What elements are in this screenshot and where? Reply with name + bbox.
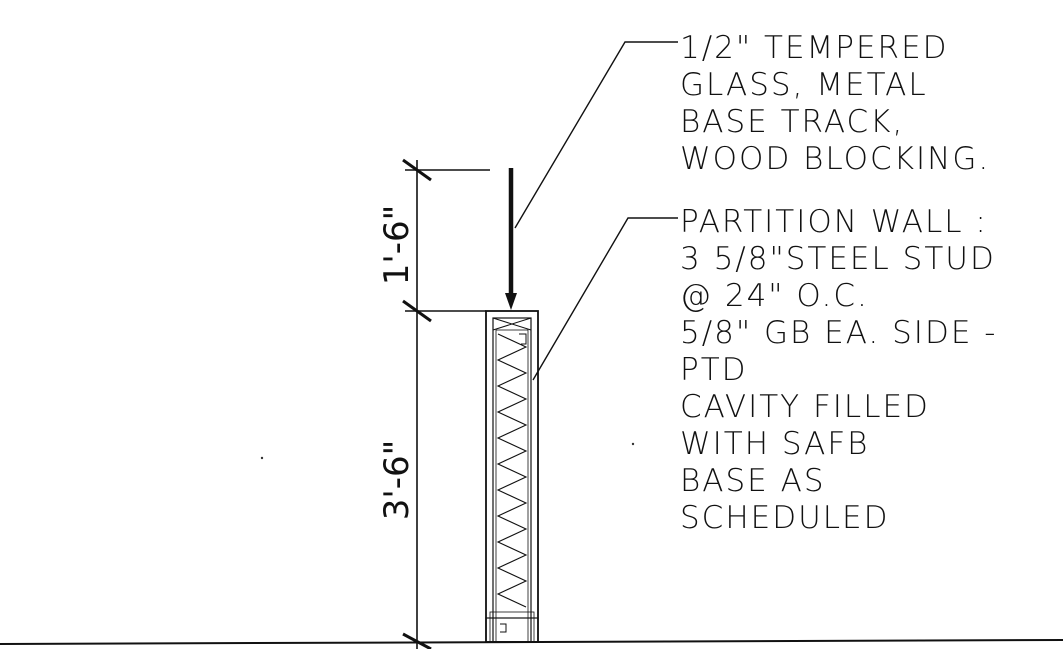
dimension-tick-bottom: [402, 632, 432, 649]
stray-dot: [631, 442, 635, 446]
note-line: PTD: [680, 352, 748, 388]
note-line: GLASS, METAL: [680, 67, 928, 103]
note-line: 3 5/8"STEEL STUD: [680, 241, 996, 277]
note-line: BASE AS: [680, 463, 826, 499]
stray-dot: [260, 456, 264, 460]
dimension-upper: 1'-6": [377, 205, 417, 286]
note-partition-spec: PARTITION WALL : 3 5/8"STEEL STUD @ 24" …: [680, 204, 997, 537]
note-line: WITH SAFB: [680, 426, 870, 462]
insulation-pattern: [496, 333, 528, 608]
leader-glass: [514, 41, 678, 229]
glass-arrowhead: [505, 293, 517, 310]
dimension-lower: 3'-6": [377, 440, 417, 521]
note-line: @ 24" O.C.: [680, 278, 869, 314]
note-line: PARTITION WALL :: [680, 204, 988, 240]
note-line: 5/8" GB EA. SIDE -: [680, 315, 998, 351]
note-line: CAVITY FILLED: [680, 389, 930, 425]
note-glass-spec: 1/2" TEMPERED GLASS, METAL BASE TRACK, W…: [680, 30, 990, 178]
leader-partition: [532, 217, 678, 381]
note-line: 1/2" TEMPERED: [680, 30, 949, 66]
note-line: WOOD BLOCKING.: [680, 141, 991, 177]
partition-wall: [485, 310, 539, 643]
note-line: BASE TRACK,: [680, 104, 905, 140]
note-line: SCHEDULED: [680, 500, 890, 536]
dimension-tick-mid: [402, 299, 432, 323]
dimension-tick-top: [402, 158, 432, 182]
